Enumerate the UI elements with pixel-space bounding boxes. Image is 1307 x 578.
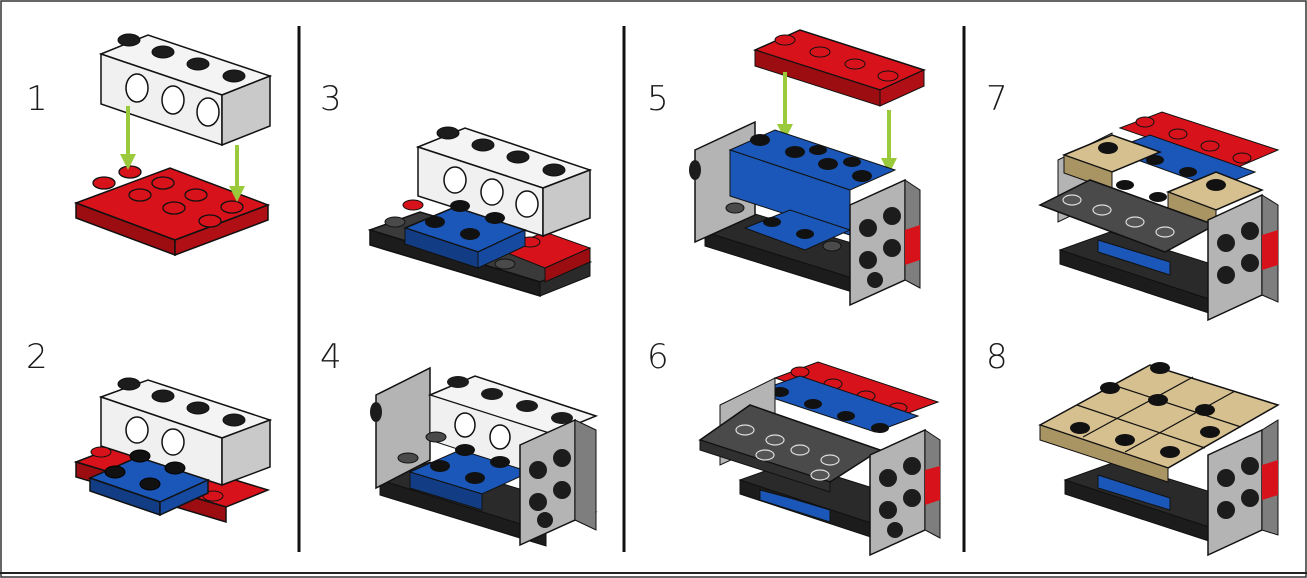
step-3-illustration: [367, 126, 593, 298]
step-6-illustration: [698, 361, 941, 557]
step-2-illustration: [73, 377, 273, 524]
step-8-illustration: [1038, 362, 1280, 557]
step-number-5: 5: [647, 79, 669, 119]
step-7-illustration: [1038, 111, 1280, 322]
step-number-3: 3: [320, 79, 342, 119]
step-1-illustration: [73, 33, 273, 257]
step-5-illustration: [689, 29, 927, 307]
step-number-2: 2: [26, 337, 48, 377]
step-4-illustration: [370, 366, 599, 547]
step-number-4: 4: [320, 337, 342, 377]
step-number-7: 7: [986, 79, 1008, 119]
step-number-8: 8: [986, 337, 1008, 377]
step-number-6: 6: [647, 337, 669, 377]
step-number-1: 1: [26, 79, 48, 119]
